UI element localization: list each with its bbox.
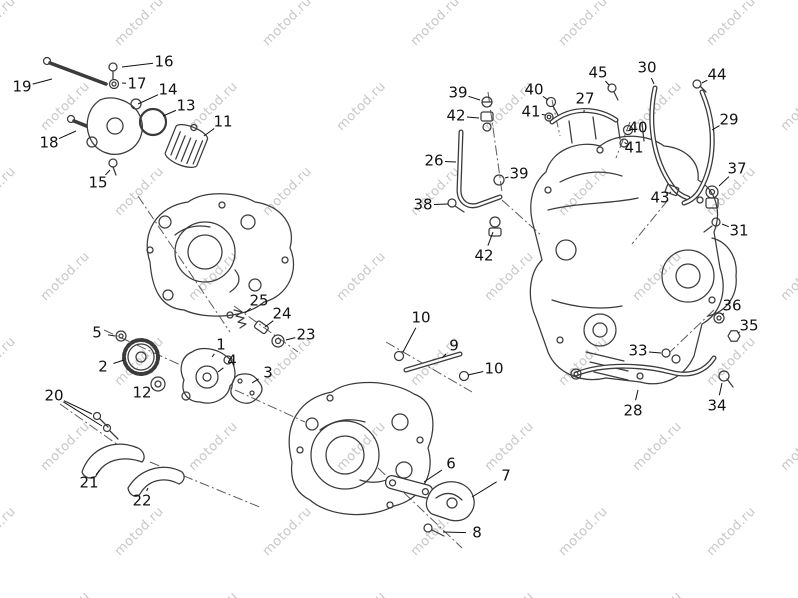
part-number-label: 40 bbox=[524, 80, 544, 99]
part-number-label: 28 bbox=[623, 401, 643, 420]
pump-drive-gear-drawing bbox=[115, 330, 166, 392]
part-number-label: 15 bbox=[88, 173, 108, 192]
upper-crankcase-drawing bbox=[146, 193, 295, 319]
part-number-label: 36 bbox=[722, 296, 742, 315]
part-number-label: 31 bbox=[729, 221, 749, 240]
o-ring-drawing bbox=[138, 107, 168, 137]
part-number-label: 39 bbox=[509, 164, 529, 183]
part-number-label: 18 bbox=[39, 133, 59, 152]
shaft-9-drawing bbox=[393, 350, 470, 382]
part-number-label: 35 bbox=[739, 316, 759, 335]
part-number-label: 26 bbox=[424, 151, 444, 170]
part-number-label: 9 bbox=[449, 336, 459, 355]
part-number-label: 6 bbox=[446, 454, 456, 473]
part-number-label: 41 bbox=[624, 138, 644, 157]
part-number-label: 23 bbox=[296, 325, 316, 344]
part-number-label: 39 bbox=[448, 83, 468, 102]
oil-pipe-28-drawing bbox=[570, 355, 717, 380]
part-number-label: 20 bbox=[44, 386, 64, 405]
small-hardware-right-drawing bbox=[447, 198, 741, 388]
part-number-label: 25 bbox=[249, 291, 269, 310]
part-number-label: 41 bbox=[521, 102, 541, 121]
part-number-label: 42 bbox=[446, 106, 466, 125]
oil-pump-cover-drawing bbox=[86, 97, 143, 155]
part-number-label: 27 bbox=[575, 89, 595, 108]
bolt-19-drawing bbox=[42, 56, 108, 86]
part-number-label: 37 bbox=[727, 159, 747, 178]
part-number-label: 43 bbox=[650, 188, 670, 207]
part-15-drawing bbox=[108, 158, 118, 176]
part-number-label: 22 bbox=[132, 491, 152, 510]
part-number-label: 42 bbox=[474, 246, 494, 265]
part-number-label: 30 bbox=[637, 58, 657, 77]
part-number-label: 7 bbox=[501, 466, 511, 485]
oil-filter-drawing bbox=[164, 123, 209, 168]
part-number-label: 3 bbox=[263, 363, 273, 382]
part-number-label: 21 bbox=[79, 473, 99, 492]
part-number-label: 16 bbox=[154, 52, 174, 71]
part-number-label: 17 bbox=[127, 74, 147, 93]
oil-line-26-drawing bbox=[456, 129, 503, 209]
cover-7-drawing bbox=[425, 481, 475, 522]
part-number-label: 44 bbox=[707, 65, 727, 84]
oil-pump-drawing bbox=[180, 347, 236, 404]
part-number-label: 1 bbox=[216, 335, 226, 354]
part-number-label: 10 bbox=[411, 308, 431, 327]
part-number-label: 24 bbox=[272, 304, 292, 323]
bolt-8-drawing bbox=[423, 523, 445, 537]
hose-30-drawing bbox=[649, 85, 691, 201]
screw-16-washer-17-drawing bbox=[108, 62, 120, 90]
part-number-label: 29 bbox=[719, 110, 739, 129]
part-number-label: 19 bbox=[12, 77, 32, 96]
leader-lines bbox=[32, 62, 740, 534]
hose-29-drawing bbox=[681, 89, 715, 206]
banjo-fittings-drawing bbox=[480, 79, 721, 237]
strainer-pipes-drawing bbox=[81, 411, 185, 497]
part-number-label: 10 bbox=[484, 359, 504, 378]
part-number-label: 12 bbox=[132, 383, 152, 402]
part-number-label: 4 bbox=[227, 351, 237, 370]
part-number-label: 11 bbox=[213, 112, 233, 131]
part-number-label: 14 bbox=[158, 80, 178, 99]
oil-line-27-drawing bbox=[549, 108, 619, 125]
part-number-label: 38 bbox=[413, 195, 433, 214]
part-number-label: 45 bbox=[588, 63, 608, 82]
part-number-label: 2 bbox=[98, 357, 108, 376]
part-number-label: 8 bbox=[472, 523, 482, 542]
lower-crankcase-drawing bbox=[288, 381, 434, 516]
relief-valve-drawing bbox=[233, 309, 285, 348]
part-number-label: 34 bbox=[707, 396, 727, 415]
part-number-label: 5 bbox=[92, 323, 102, 342]
part-number-label: 13 bbox=[176, 96, 196, 115]
engine-block-drawing bbox=[529, 116, 737, 385]
part-number-label: 40 bbox=[628, 118, 648, 137]
part-number-label: 33 bbox=[628, 341, 648, 360]
